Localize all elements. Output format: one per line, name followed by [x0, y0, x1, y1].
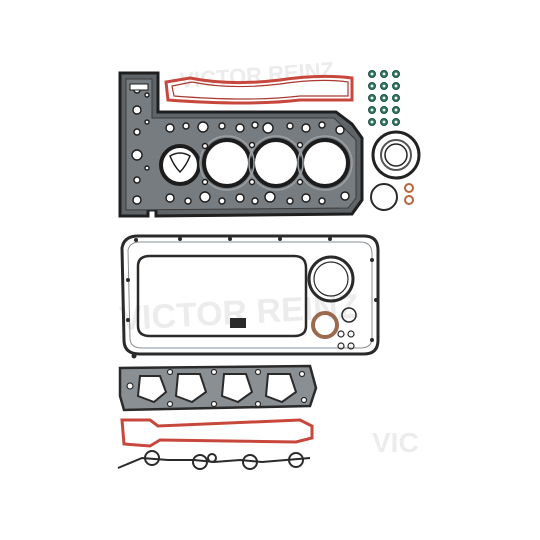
head-gasket: [118, 71, 364, 218]
intake-seal-top: [164, 74, 354, 105]
svg-text:VICTOR REINZ: VICTOR REINZ: [179, 57, 335, 93]
intake-manifold-seal: [120, 418, 314, 448]
spark-plug-seals: [307, 255, 357, 350]
valve-cover-gasket: [120, 234, 380, 359]
svg-text:VIC: VIC: [372, 427, 419, 458]
oil-seal-ring: [371, 130, 421, 180]
o-rings-right: [370, 183, 414, 211]
seal-chain: [117, 450, 311, 470]
exhaust-manifold-gasket: [118, 364, 318, 412]
